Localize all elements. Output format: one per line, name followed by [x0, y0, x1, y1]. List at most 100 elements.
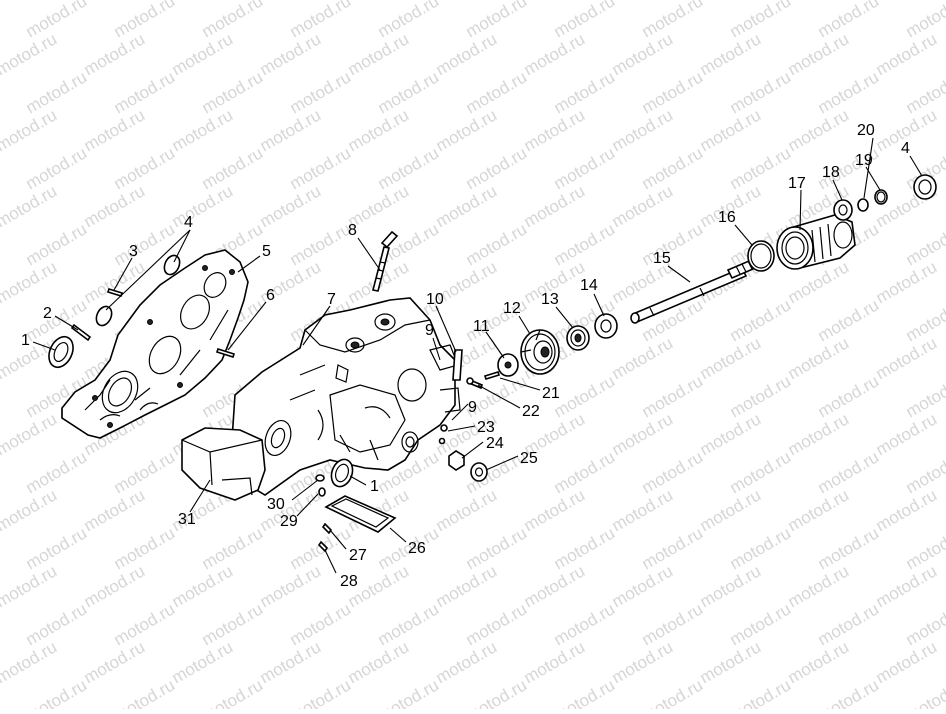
watermark-text: motod.ru: [81, 257, 149, 307]
watermark-text: motod.ru: [111, 447, 179, 497]
callout-4-right: 4: [901, 140, 910, 157]
watermark-text: motod.ru: [727, 523, 795, 573]
watermark-text: motod.ru: [287, 67, 355, 117]
bearing-18: [834, 200, 852, 220]
watermark-text: motod.ru: [257, 561, 325, 611]
watermark-text: motod.ru: [609, 485, 677, 535]
callout-11: 11: [473, 318, 490, 335]
callout-4-left: 4: [184, 214, 193, 231]
watermark-text: motod.ru: [111, 67, 179, 117]
callout-14: 14: [580, 277, 598, 294]
washer-25: [471, 463, 487, 481]
watermark-text: motod.ru: [345, 0, 413, 3]
callout-31: 31: [178, 511, 196, 528]
callout-17: 17: [788, 175, 806, 192]
watermark-text: motod.ru: [551, 447, 619, 497]
watermark-text: motod.ru: [639, 143, 707, 193]
watermark-text: motod.ru: [0, 0, 2, 41]
watermark-text: motod.ru: [727, 371, 795, 421]
watermark-text: motod.ru: [111, 143, 179, 193]
callout-19: 19: [855, 152, 873, 169]
watermark-text: motod.ru: [81, 29, 149, 79]
watermark-text: motod.ru: [287, 219, 355, 269]
watermark-text: motod.ru: [521, 485, 589, 535]
watermark-text: motod.ru: [23, 219, 91, 269]
watermark-text: motod.ru: [785, 29, 853, 79]
watermark-text: motod.ru: [521, 0, 589, 3]
callout-26: 26: [408, 540, 426, 557]
watermark-text: motod.ru: [727, 675, 795, 709]
watermark-text: motod.ru: [111, 523, 179, 573]
watermark-text: motod.ru: [551, 599, 619, 649]
watermark-text: motod.ru: [697, 637, 765, 687]
watermark-text: motod.ru: [257, 637, 325, 687]
watermark-text: motod.ru: [785, 561, 853, 611]
watermark-text: motod.ru: [785, 333, 853, 383]
bearing-13: [567, 326, 589, 350]
watermark-text: motod.ru: [815, 371, 883, 421]
watermark-text: motod.ru: [639, 219, 707, 269]
watermark-text: motod.ru: [609, 637, 677, 687]
watermark-text: motod.ru: [697, 485, 765, 535]
callout-10: 10: [426, 291, 444, 308]
watermark-text: motod.ru: [463, 675, 531, 709]
watermark-text: motod.ru: [433, 561, 501, 611]
watermark-text: motod.ru: [551, 143, 619, 193]
callout-24: 24: [486, 435, 504, 452]
callout-9-lower: 9: [468, 399, 477, 416]
watermark-text: motod.ru: [287, 675, 355, 709]
watermark-text: motod.ru: [551, 523, 619, 573]
watermark-text: motod.ru: [257, 29, 325, 79]
watermark-text: motod.ru: [169, 29, 237, 79]
watermark-text: motod.ru: [81, 561, 149, 611]
callout-13: 13: [541, 291, 559, 308]
watermark-text: motod.ru: [873, 29, 941, 79]
watermark-text: motod.ru: [697, 0, 765, 3]
watermark-text: motod.ru: [433, 29, 501, 79]
watermark-text: motod.ru: [785, 0, 853, 3]
watermark-text: motod.ru: [23, 675, 91, 709]
watermark-text: motod.ru: [815, 599, 883, 649]
callout-1-center: 1: [370, 478, 379, 495]
watermark-text: motod.ru: [23, 67, 91, 117]
watermark-text: motod.ru: [815, 447, 883, 497]
watermark-text: motod.ru: [23, 295, 91, 345]
watermark-text: motod.ru: [785, 637, 853, 687]
watermark-text: motod.ru: [169, 637, 237, 687]
watermark-text: motod.ru: [785, 409, 853, 459]
watermark-text: motod.ru: [433, 105, 501, 155]
callout-3: 3: [129, 243, 138, 260]
callout-1-left: 1: [21, 332, 30, 349]
watermark-text: motod.ru: [111, 599, 179, 649]
callout-27: 27: [349, 547, 367, 564]
watermark-text: motod.ru: [287, 523, 355, 573]
watermark-text: motod.ru: [199, 67, 267, 117]
watermark-text: motod.ru: [697, 409, 765, 459]
watermark-text: motod.ru: [199, 675, 267, 709]
watermark-text: motod.ru: [873, 637, 941, 687]
watermark-text: motod.ru: [23, 523, 91, 573]
watermark-text: motod.ru: [873, 0, 941, 3]
watermark-text: motod.ru: [521, 181, 589, 231]
watermark-text: motod.ru: [609, 29, 677, 79]
o-ring-16: [748, 241, 774, 271]
watermark-text: motod.ru: [609, 181, 677, 231]
washer-11: [498, 354, 518, 376]
watermark-text: motod.ru: [727, 143, 795, 193]
dowel-pin-2: [72, 325, 90, 340]
watermark-text: motod.ru: [81, 181, 149, 231]
watermark-text: motod.ru: [111, 675, 179, 709]
watermark-text: motod.ru: [551, 371, 619, 421]
watermark-text: motod.ru: [257, 0, 325, 3]
watermark-text: motod.ru: [345, 637, 413, 687]
watermark-text: motod.ru: [23, 447, 91, 497]
watermark-text: motod.ru: [697, 105, 765, 155]
watermark-text: motod.ru: [375, 0, 443, 41]
callout-30: 30: [267, 496, 285, 513]
watermark-text: motod.ru: [345, 29, 413, 79]
watermark-text: motod.ru: [463, 0, 531, 41]
watermark-text: motod.ru: [81, 105, 149, 155]
watermark-text: motod.ru: [551, 0, 619, 41]
watermark-text: motod.ru: [433, 0, 501, 3]
